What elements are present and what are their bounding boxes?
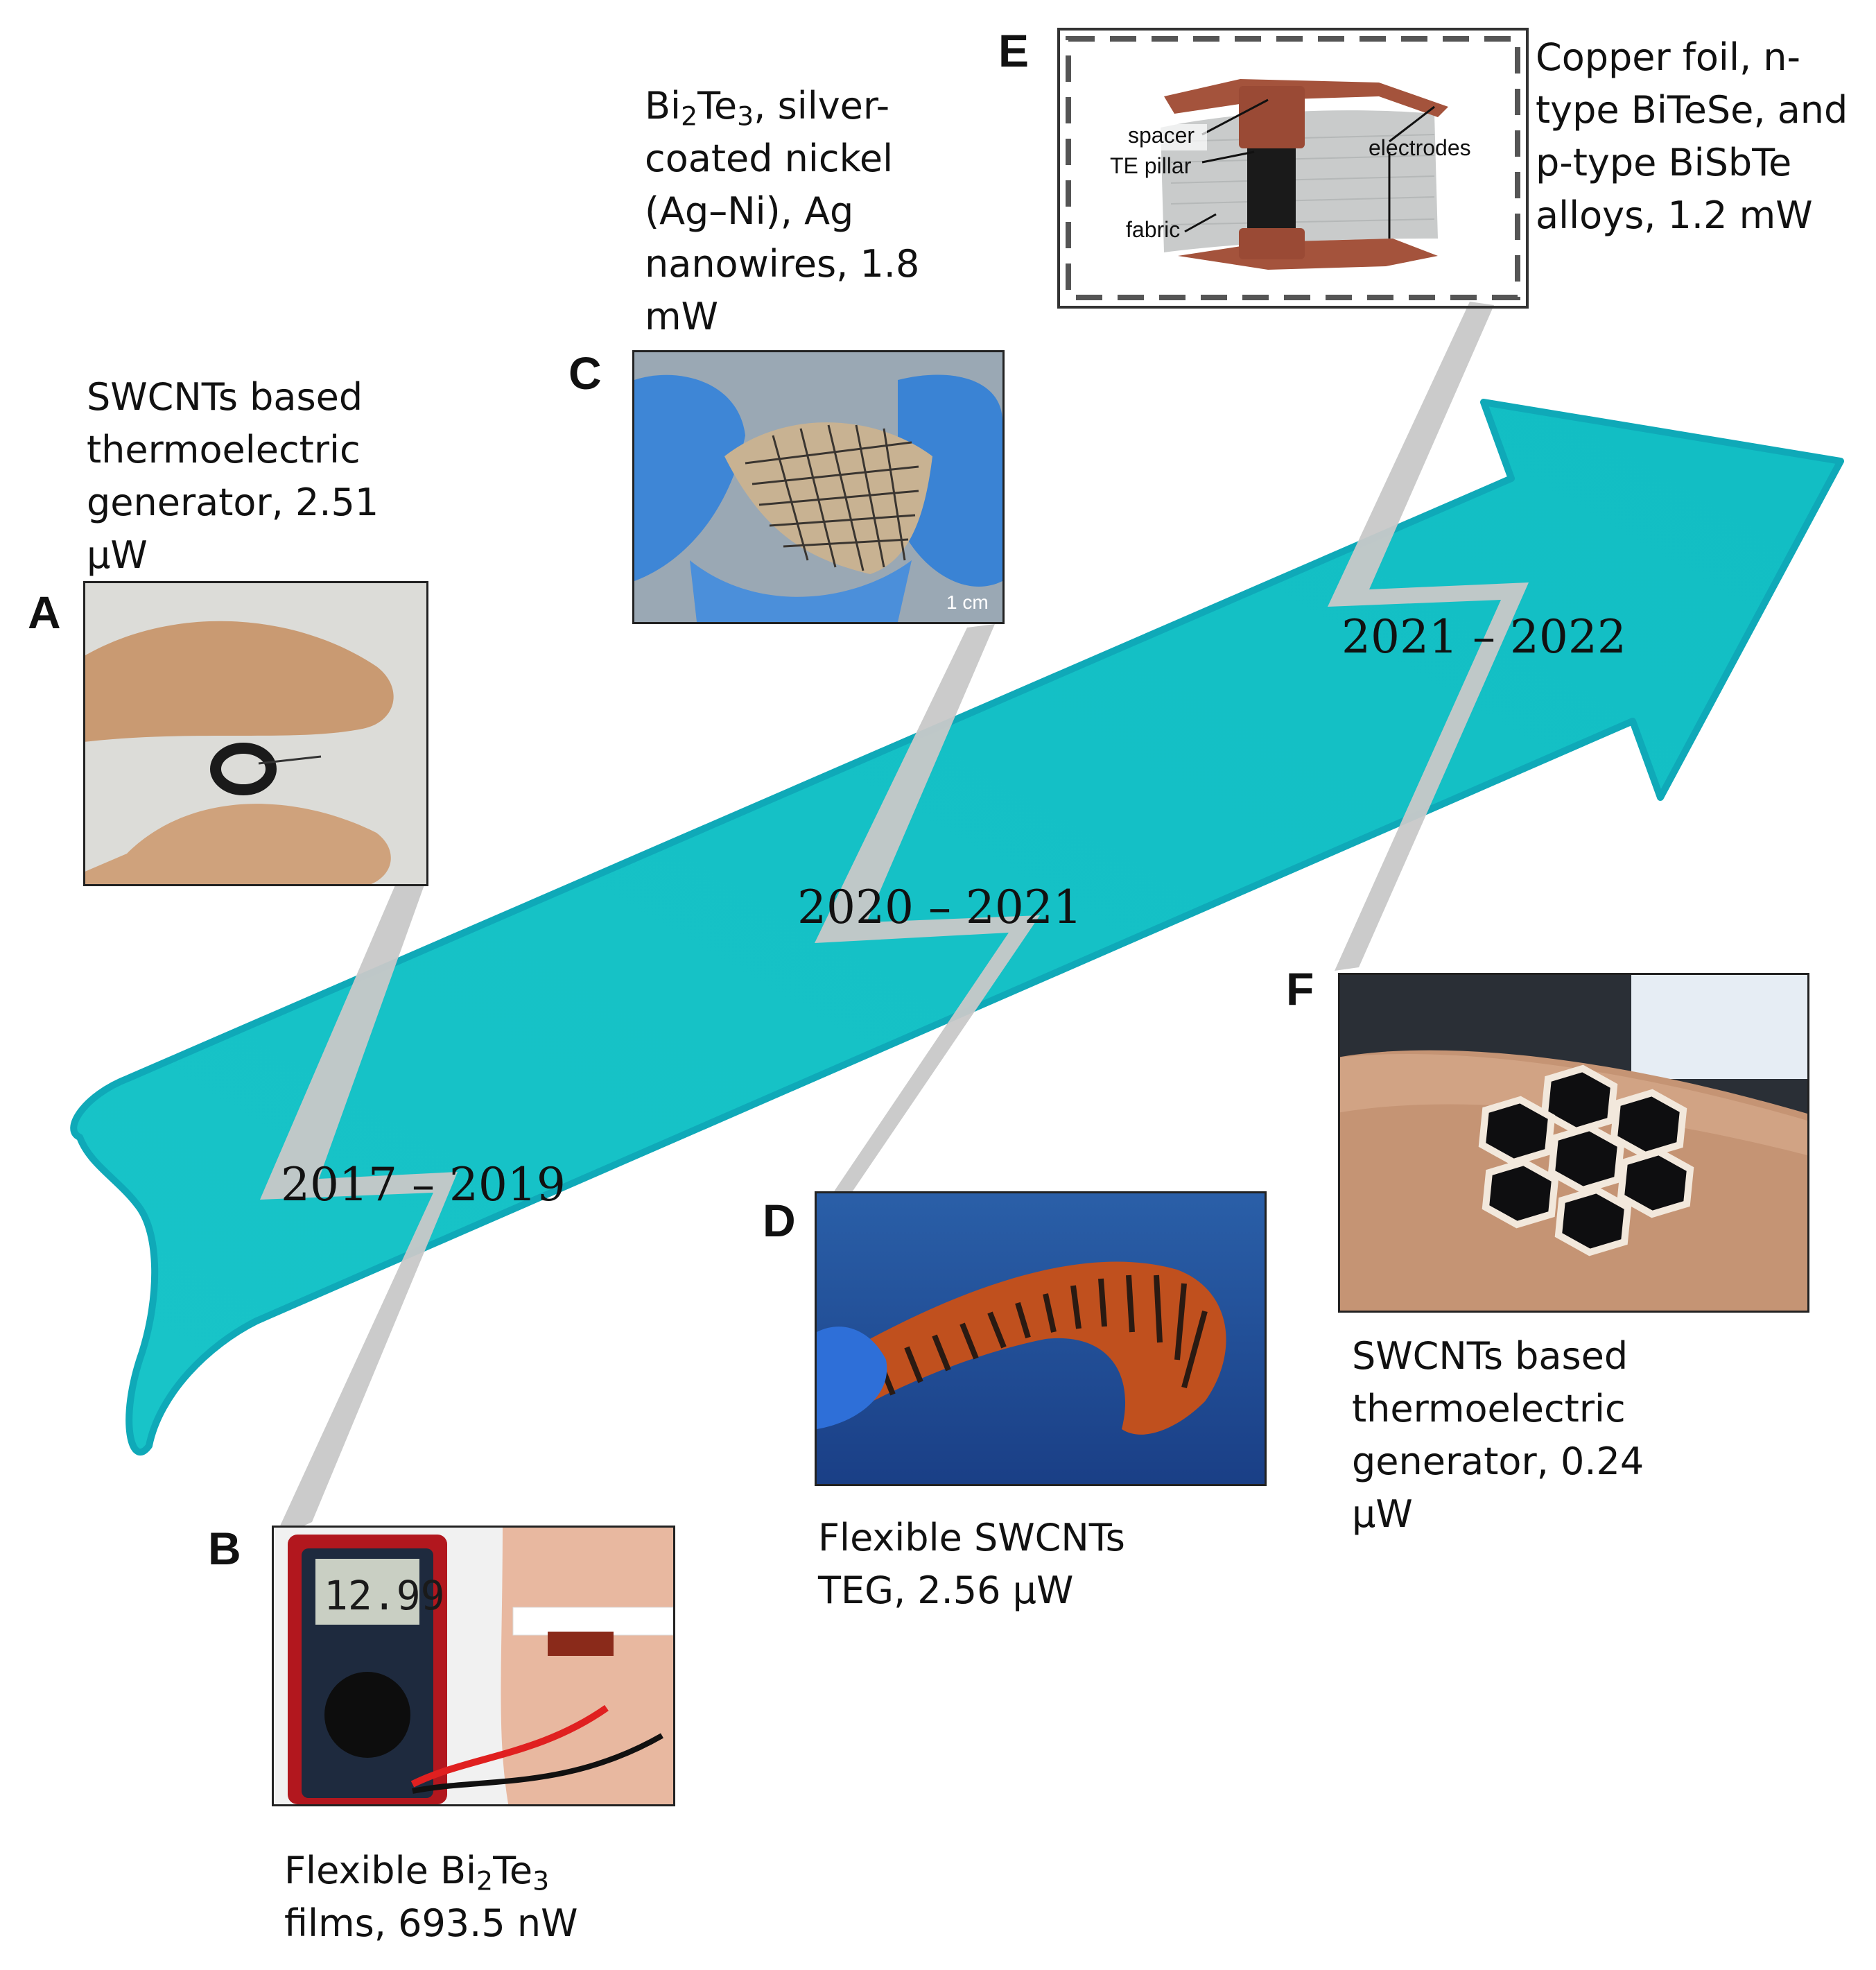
label-electrodes: electrodes	[1369, 135, 1471, 160]
panel-b-photo: 12.99	[272, 1526, 675, 1806]
scale-bar-label: 1 cm	[946, 591, 989, 613]
panel-d-letter: D	[763, 1195, 796, 1246]
panel-b-caption: Flexible Bi2Te3 films, 693.5 nW	[284, 1849, 578, 1945]
panel-d-caption: Flexible SWCNTs TEG, 2.56 µW	[818, 1516, 1125, 1612]
top-electrode	[1164, 79, 1448, 117]
panel-e-diagram: spacer TE pillar fabric electrodes	[1057, 28, 1529, 309]
panel-f-caption: SWCNTs based thermoelectric generator, 0…	[1352, 1334, 1644, 1536]
panel-d-photo	[815, 1191, 1267, 1486]
panel-e-caption: Copper foil, n- type BiTeSe, and p-type …	[1536, 35, 1848, 237]
label-bg-spacer	[1124, 124, 1207, 150]
panel-b-letter: B	[208, 1523, 241, 1574]
label-spacer: spacer	[1128, 123, 1195, 148]
period-label-2020-2021: 2020 – 2021	[797, 881, 1082, 934]
panel-a-photo	[83, 581, 428, 886]
period-label-2017-2019: 2017 – 2019	[281, 1158, 566, 1211]
panel-e-letter: E	[998, 25, 1030, 76]
panel-c-caption: Bi2Te3, silver- coated nickel (Ag–Ni), A…	[645, 84, 920, 338]
label-te-pillar: TE pillar	[1110, 153, 1192, 178]
bolt-2017-2019	[260, 877, 458, 1539]
period-label-2021-2022: 2021 – 2022	[1341, 610, 1626, 664]
panel-c-letter: C	[568, 347, 602, 399]
bolt-2020-2021	[815, 624, 1040, 1200]
panel-f-photo	[1338, 973, 1809, 1313]
bolt-2021-2022	[1328, 302, 1529, 971]
meter-reading: 12.99	[324, 1572, 445, 1619]
panel-c-photo: 1 cm	[632, 350, 1005, 624]
panel-f-letter: F	[1286, 963, 1314, 1014]
panel-a-letter: A	[28, 587, 61, 638]
panel-a-caption: SWCNTs based thermoelectric generator, 2…	[87, 375, 379, 577]
label-fabric: fabric	[1126, 217, 1180, 242]
